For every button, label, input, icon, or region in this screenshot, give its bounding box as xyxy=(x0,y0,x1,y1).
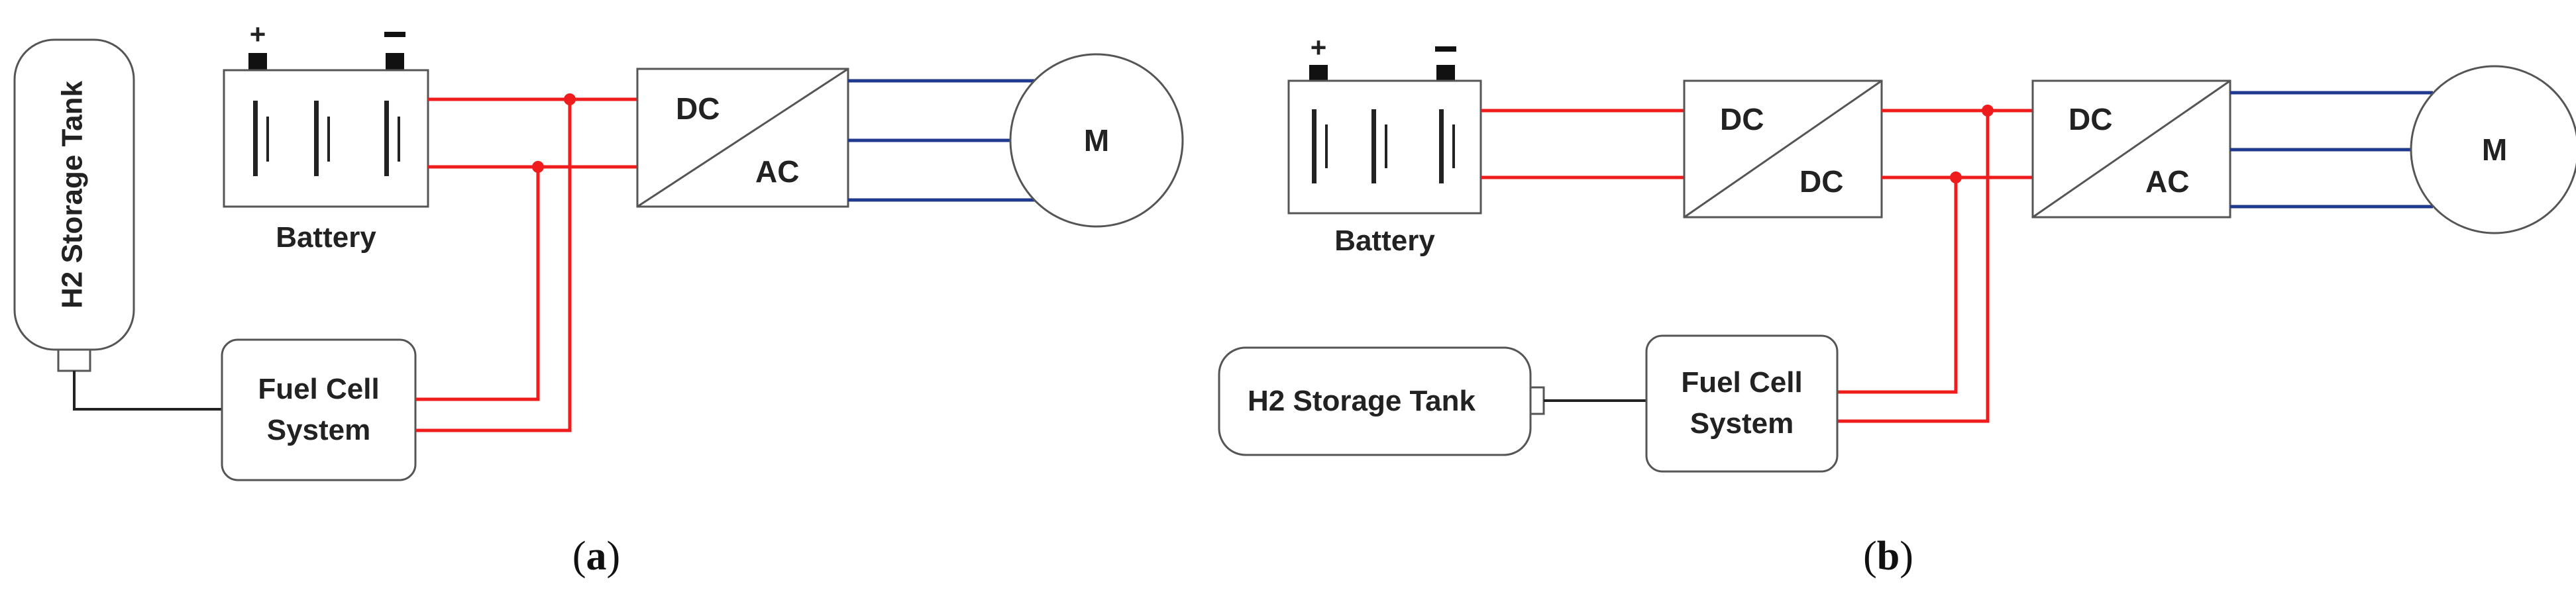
battery-minus-sign xyxy=(1435,46,1456,52)
junction-dot xyxy=(532,161,544,173)
dc-bus-a xyxy=(415,97,637,432)
battery-positive-terminal xyxy=(248,53,267,72)
fuel-cell-label-line1: Fuel Cell xyxy=(1681,366,1802,399)
h2-storage-tank-label: H2 Storage Tank xyxy=(56,81,89,309)
converter-dc-in-label: DC xyxy=(1720,102,1764,136)
motor-b: M xyxy=(2410,65,2576,234)
motor-label: M xyxy=(1084,123,1109,158)
diagram-b: + Battery DC DC xyxy=(1218,32,2576,579)
ac-phases-a xyxy=(848,79,1040,202)
battery-negative-terminal xyxy=(1436,65,1455,82)
h2-storage-tank-label: H2 Storage Tank xyxy=(1248,385,1476,417)
fuel-cell-system-a: Fuel Cell System xyxy=(221,338,417,481)
dc-bus-b xyxy=(1837,109,2033,423)
inverter-dc-label: DC xyxy=(676,91,720,126)
caption-b: (b) xyxy=(1863,534,1913,579)
battery-plus-sign: + xyxy=(250,19,266,50)
converter-dc-out-label: DC xyxy=(1799,164,1843,199)
battery-positive-terminal xyxy=(1309,65,1328,82)
fuel-cell-label-line1: Fuel Cell xyxy=(258,373,379,405)
battery-a: + Battery xyxy=(223,19,429,254)
battery-label: Battery xyxy=(1334,224,1435,257)
diagram-a: H2 Storage Tank + Battery Fuel Cell Syst… xyxy=(13,19,1184,579)
motor-a: M xyxy=(1009,53,1184,228)
junction-dot xyxy=(564,93,576,105)
battery-minus-sign xyxy=(384,32,405,37)
fuel-cell-system-b: Fuel Cell System xyxy=(1645,334,1839,473)
battery-negative-terminal xyxy=(386,53,404,72)
ac-phases-b xyxy=(2230,91,2433,209)
fuel-cell-label-line2: System xyxy=(1690,407,1794,440)
dc-ac-inverter-b: DC AC xyxy=(2031,79,2231,219)
fuel-cell-label-line2: System xyxy=(267,414,371,446)
dc-dc-converter-b: DC DC xyxy=(1683,79,1883,219)
h2-storage-tank-b: H2 Storage Tank xyxy=(1218,346,1545,456)
dc-ac-inverter-a: DC AC xyxy=(636,68,849,208)
h2-storage-tank-a: H2 Storage Tank xyxy=(13,38,135,372)
junction-dot xyxy=(1950,172,1962,183)
tank-valve xyxy=(57,348,91,372)
battery-b: + Battery xyxy=(1287,32,1482,257)
inverter-ac-label: AC xyxy=(755,154,799,189)
battery-plus-sign: + xyxy=(1311,32,1327,63)
caption-a: (a) xyxy=(572,534,620,579)
tank-valve xyxy=(1529,386,1545,415)
battery-link-b xyxy=(1481,109,1684,179)
junction-dot xyxy=(1982,105,1994,117)
inverter-dc-label: DC xyxy=(2068,102,2112,136)
motor-label: M xyxy=(2482,132,2507,167)
h2-supply-line xyxy=(73,371,222,411)
inverter-ac-label: AC xyxy=(2145,164,2189,199)
battery-label: Battery xyxy=(276,221,376,254)
